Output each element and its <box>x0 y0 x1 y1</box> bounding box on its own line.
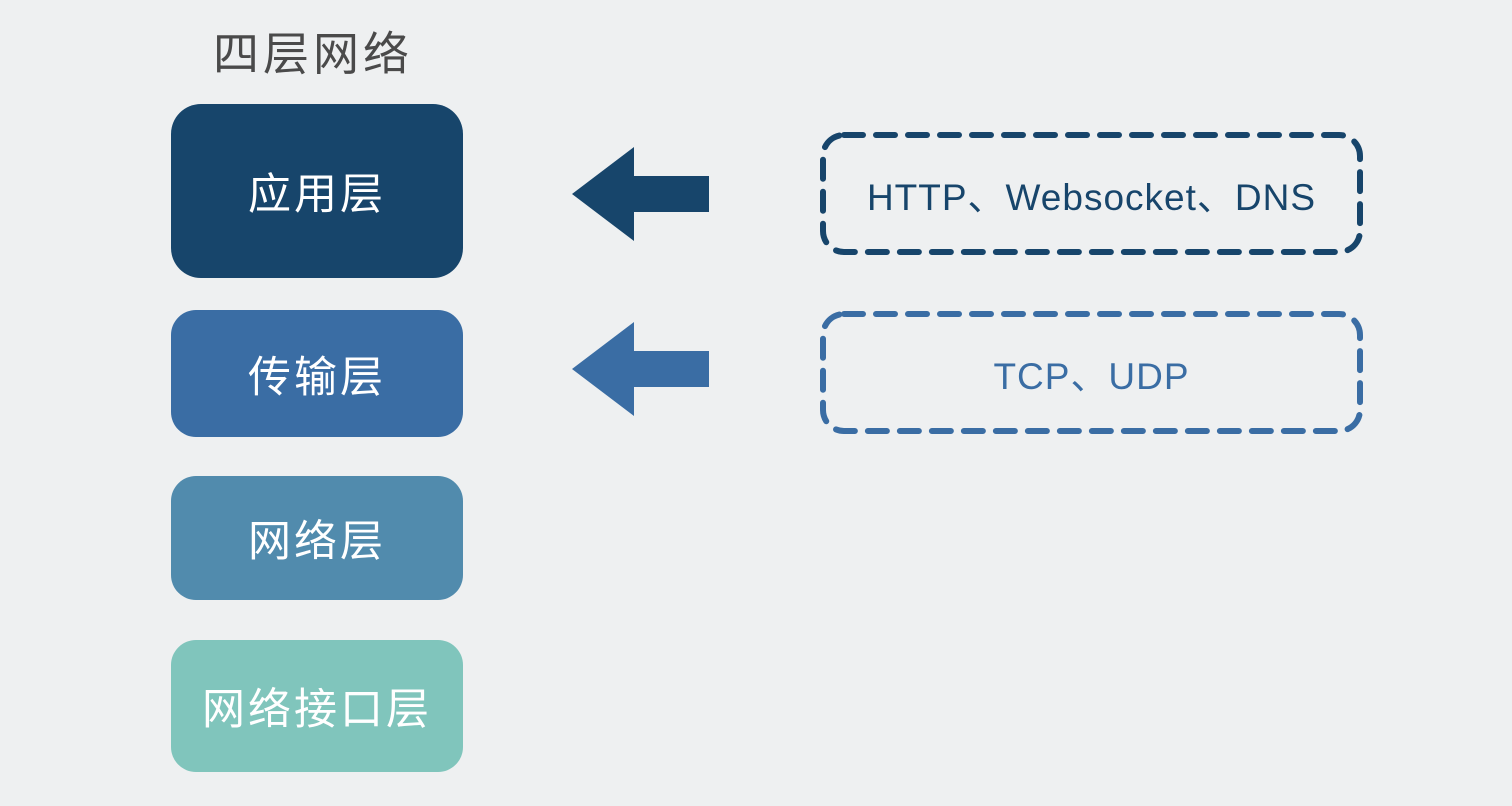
layer-box-application: 应用层 <box>171 104 463 278</box>
layer-box-network-interface: 网络接口层 <box>171 640 463 772</box>
left-arrow-shape <box>572 147 709 241</box>
dashed-border <box>820 132 1363 255</box>
protocol-box-transport: TCP、UDP <box>820 311 1363 434</box>
layer-label-network-interface: 网络接口层 <box>202 686 432 734</box>
layer-label-transport: 传输层 <box>248 353 386 402</box>
left-arrow-shape <box>572 322 709 416</box>
layer-box-transport: 传输层 <box>171 310 463 437</box>
left-arrow-icon-transport <box>572 322 709 416</box>
dashed-border-rect <box>820 132 1363 255</box>
dashed-border-rect <box>820 311 1363 434</box>
layer-label-application: 应用层 <box>248 171 386 219</box>
left-arrow-icon-application <box>572 147 709 241</box>
protocol-label-transport: TCP、UDP <box>993 355 1190 397</box>
diagram-title: 四层网络 <box>213 28 413 80</box>
protocol-label-application: HTTP、Websocket、DNS <box>866 176 1317 218</box>
layer-box-network: 网络层 <box>171 476 463 600</box>
protocol-box-application: HTTP、Websocket、DNS <box>820 132 1363 255</box>
dashed-border <box>820 311 1363 434</box>
layer-label-network: 网络层 <box>248 518 386 566</box>
